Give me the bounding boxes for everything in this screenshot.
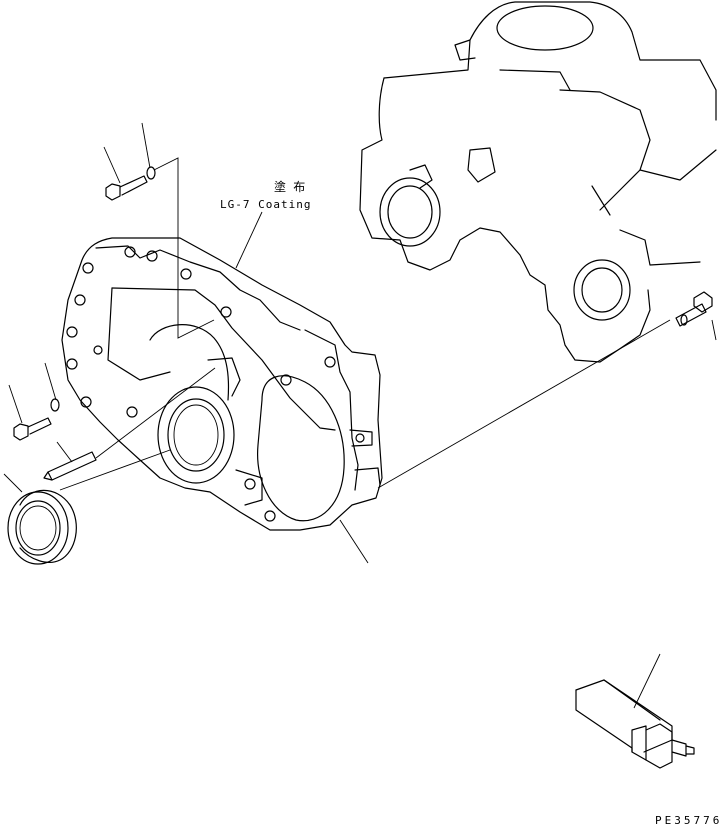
installation-tool <box>575 679 695 769</box>
leader-lines <box>3 122 717 709</box>
coating-label-en: LG-7 Coating <box>220 198 311 211</box>
drawing-number: PE35776 <box>655 814 722 827</box>
bolt-right <box>675 291 713 327</box>
coating-label-jp: 塗 布 <box>274 179 305 194</box>
engine-block <box>359 1 717 363</box>
front-cover <box>61 237 383 531</box>
dowel-pin <box>43 451 97 481</box>
bolt-left <box>13 398 60 441</box>
oil-seal <box>7 489 77 565</box>
bolt-upper-left <box>105 166 156 201</box>
